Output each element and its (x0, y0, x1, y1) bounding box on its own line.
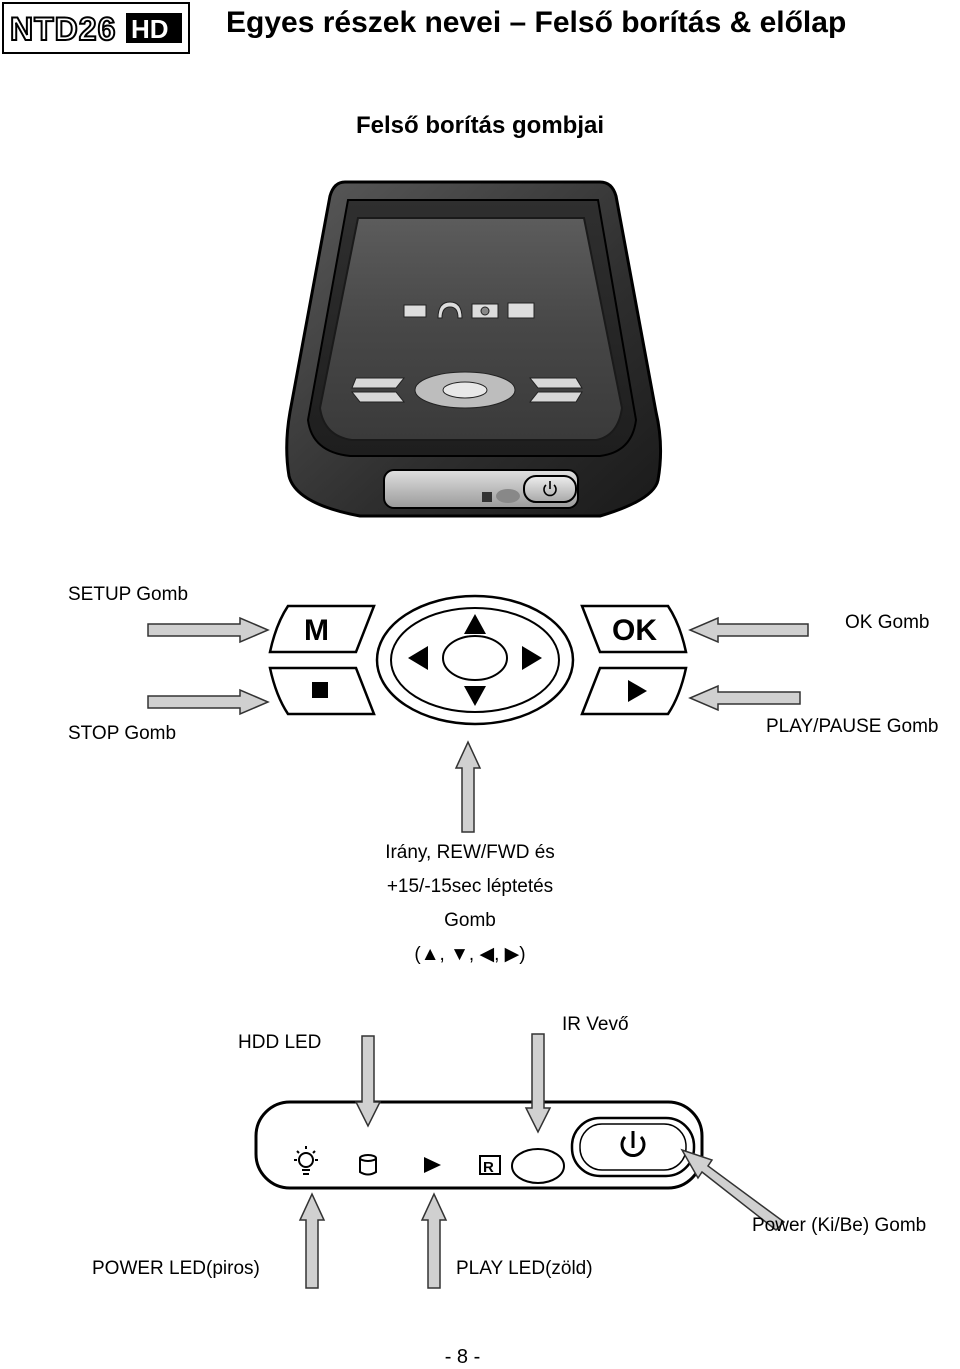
ntd26hd-logo: NTD26 HD (2, 2, 190, 54)
direction-line: Gomb (444, 910, 496, 931)
direction-callout: Irány, REW/FWD és +15/-15sec léptetés Go… (330, 836, 610, 972)
controls-closeup (268, 594, 688, 726)
power-led-callout: POWER LED(piros) (92, 1258, 260, 1279)
ir-callout: IR Vevő (562, 1014, 629, 1035)
hdd-led-callout: HDD LED (238, 1032, 322, 1053)
page-title: Egyes részek nevei – Felső borítás & elő… (226, 6, 847, 39)
setup-callout: SETUP Gomb (68, 584, 189, 605)
direction-line: Irány, REW/FWD és (385, 842, 555, 863)
play-pause-callout: PLAY/PAUSE Gomb (766, 716, 939, 737)
direction-line: +15/-15sec léptetés (386, 876, 554, 897)
power-button-callout: Power (Ki/Be) Gomb (752, 1215, 927, 1236)
page-number: - 8 - (444, 1346, 481, 1368)
stop-callout: STOP Gomb (68, 723, 177, 744)
ok-callout: OK Gomb (845, 612, 930, 633)
section-title: Felső borítás gombjai (355, 112, 605, 139)
play-led-callout: PLAY LED(zöld) (456, 1258, 593, 1279)
setup-key-label: M (304, 614, 329, 647)
ok-key-label: OK (612, 614, 657, 647)
direction-line: (▲, ▼, ◀, ▶) (414, 944, 526, 965)
svg-text:HD: HD (131, 14, 169, 44)
svg-text:R: R (483, 1159, 494, 1176)
svg-text:NTD26: NTD26 (10, 11, 116, 47)
front-panel-closeup: R (254, 1100, 704, 1190)
